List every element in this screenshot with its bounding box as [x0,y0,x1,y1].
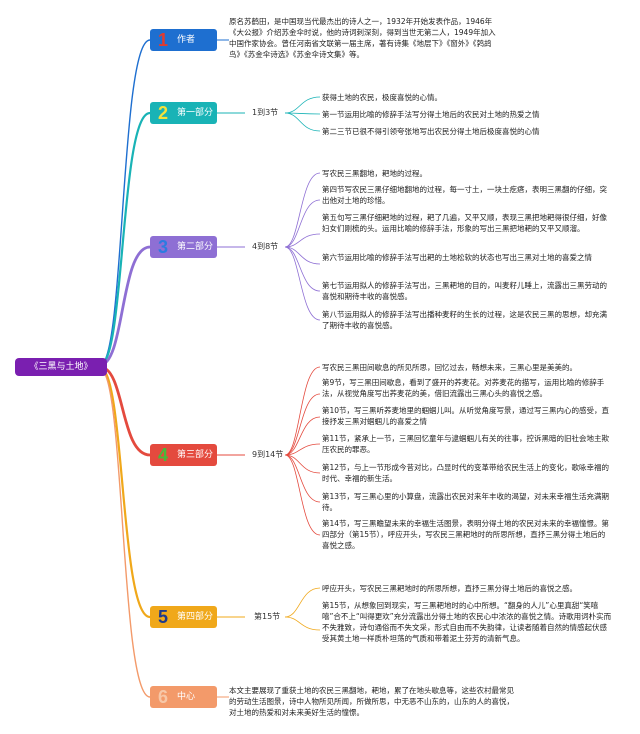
leaf-item: 写农民三黑田间歇息的所见所思，回忆过去，畅想未来，三黑心里是美美的。 [322,363,577,372]
root-node[interactable]: 《三黑与土地》 [15,358,107,376]
branch-label: 第三部分 [177,450,214,460]
branch-number: 1 [158,30,169,50]
branch-range: 第15节 [254,612,281,621]
leaf-item: 第14节，写三黑瞻望未来的幸福生活图景，表明分得土地的农民对未来的幸福憧憬。第四… [322,519,610,550]
branch-part1-node[interactable]: 2 第一部分 [150,102,217,124]
leaf-item: 第二三节已很不得引领夸张地写出农民分得土地后极度喜悦的心情 [322,127,540,136]
leaf-item: 第12节，与上一节形成今昔对比，凸显时代的变革带给农民生活上的变化，歌咏幸福的时… [322,463,610,483]
branch-range: 9到14节 [252,450,284,459]
branch-number: 2 [158,103,169,123]
leaf-item: 第一节运用比喻的修辞手法写分得土地后的农民对土地的热爱之情 [322,110,540,119]
branch-range: 1到3节 [252,108,279,117]
leaf-item: 获得土地的农民，极度喜悦的心情。 [322,93,442,102]
branch-number: 5 [158,607,169,627]
branch-range: 4到8节 [252,242,279,251]
center-note: 本文主要展现了重获土地的农民三黑翻地，耙地，累了在地头歇息等，这些农村最常见的劳… [229,686,514,717]
leaf-item: 第15节，从想象回到现实，写三黑耙地时的心中所想。“翻身的人儿”心里真甜“笑嘻嘻… [322,601,612,643]
leaf-item: 第四节写农民三黑仔细地翻地的过程，每一寸土，一块土疙瘩，表明三黑翻的仔细，突出他… [322,185,607,205]
branch-number: 3 [158,237,169,257]
author-note: 原名苏鹤田，是中国现当代最杰出的诗人之一，1932年开始发表作品，1946年《大… [229,17,496,59]
branch-label: 中心 [177,692,196,702]
leaf-item: 第9节，写三黑田间歇息，看到了盛开的荞麦花。对荞麦花的描写，运用比喻的修辞手法，… [322,378,605,398]
branch-number: 4 [158,445,169,465]
branch-author-node[interactable]: 1 作者 [150,29,217,51]
branch-label: 第一部分 [177,108,214,118]
branch-number: 6 [158,687,169,707]
branch-label: 第二部分 [177,242,214,252]
leaf-item: 第13节，写三黑心里的小算盘，流露出农民对来年丰收的渴望，对未来幸福生活充满期待… [322,492,610,512]
leaf-item: 第六节运用比喻的修辞手法写出耙的土地松软的状态也写出三黑对土地的喜爱之情 [322,253,592,262]
leaf-item: 写农民三黑翻地，耙地的过程。 [322,169,427,178]
leaf-item: 第11节，紧承上一节，三黑回忆童年与逮蝈蝈儿有关的往事，控诉黑暗的旧社会地主欺压… [322,434,610,454]
branch-center-node[interactable]: 6 中心 [150,686,217,708]
branch-label: 第四部分 [177,612,214,622]
leaf-item: 第七节运用拟人的修辞手法写出，三黑耙地的目的，叫麦籽儿睡上，流露出三黑劳动的喜悦… [322,281,607,301]
leaf-item: 第10节，写三黑听荞麦地里的蝈蝈儿叫。从听觉角度写景，通过写三黑内心的感受，直接… [322,406,610,426]
branch-part4-node[interactable]: 5 第四部分 [150,606,217,628]
leaf-item: 第八节运用拟人的修辞手法写出播种麦籽的生长的过程，这是农民三黑的思想，却充满了期… [322,310,607,330]
leaf-item: 第五句写三黑仔细耙地的过程，耙了几遍，又平又顺，表现三黑把地耙得很仔细，好像妇女… [322,213,607,233]
branch-part3-node[interactable]: 4 第三部分 [150,444,217,466]
branch-part2-node[interactable]: 3 第二部分 [150,236,217,258]
leaf-item: 呼应开头，写农民三黑耙地时的所思所想，直抒三黑分得土地后的喜悦之感。 [322,584,577,593]
branch-label: 作者 [177,35,196,45]
